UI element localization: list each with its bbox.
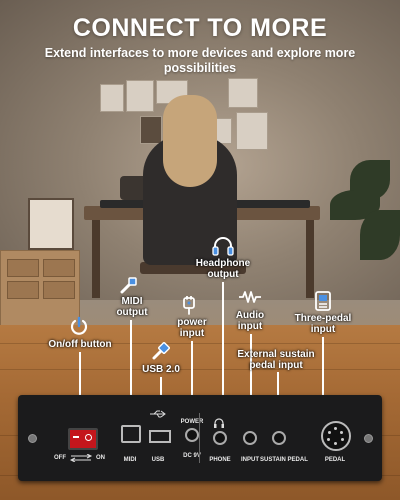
plant-leaf bbox=[360, 210, 400, 260]
cabinet-drawer bbox=[43, 259, 75, 277]
page-title: CONNECT TO MORE bbox=[72, 14, 328, 42]
usb-port[interactable] bbox=[149, 430, 171, 443]
off-label: OFF bbox=[54, 455, 66, 461]
midi-port-label: MIDI bbox=[123, 457, 137, 463]
wall-poster bbox=[140, 116, 162, 144]
pedal-port-label: PEDAL bbox=[324, 457, 346, 463]
sustain-lead-line bbox=[277, 372, 279, 399]
panel-headphone-icon bbox=[214, 418, 224, 428]
person-hair bbox=[163, 95, 217, 187]
power-switch[interactable] bbox=[68, 428, 98, 450]
cabinet-drawer bbox=[7, 259, 39, 277]
usb-label: USB 2.0 bbox=[142, 364, 180, 375]
audio-input-jack[interactable] bbox=[243, 431, 257, 445]
usb-port-label: USB bbox=[151, 457, 165, 463]
pedal-icon bbox=[315, 291, 331, 311]
power-lead-line bbox=[191, 341, 193, 399]
usb-icon bbox=[152, 342, 170, 360]
headphone-lead-line bbox=[222, 282, 224, 399]
page-subtitle: Extend interfaces to more devices and ex… bbox=[44, 46, 356, 75]
picture-frame bbox=[28, 198, 74, 250]
wall-poster bbox=[228, 78, 258, 108]
headphone-icon bbox=[212, 237, 234, 256]
midi-port[interactable] bbox=[121, 425, 141, 443]
power-icon bbox=[70, 316, 88, 335]
panel-screw bbox=[28, 434, 37, 443]
wall-poster bbox=[100, 84, 124, 112]
sustain-pedal-jack[interactable] bbox=[272, 431, 286, 445]
on-off-button-label: On/off button bbox=[48, 339, 112, 350]
cabinet-drawer bbox=[43, 281, 75, 299]
pedal-din-port[interactable] bbox=[321, 421, 351, 451]
power-plug-icon bbox=[183, 296, 195, 315]
phone-port-label: PHONE bbox=[209, 457, 231, 463]
power-port-label: POWER bbox=[180, 419, 204, 425]
audio-wave-icon bbox=[239, 291, 261, 303]
dc-power-jack[interactable] bbox=[185, 428, 199, 442]
desk-leg bbox=[92, 218, 100, 298]
panel-screw bbox=[364, 434, 373, 443]
cabinet bbox=[0, 250, 80, 328]
midi-icon bbox=[120, 277, 137, 294]
switch-arrows-icon bbox=[69, 454, 93, 462]
usb-symbol-icon bbox=[150, 410, 166, 418]
input-port-label: INPUT bbox=[241, 457, 259, 463]
three-pedal-lead-line bbox=[322, 337, 324, 399]
bench bbox=[140, 262, 246, 274]
panel-divider bbox=[199, 413, 200, 463]
cabinet-drawer bbox=[7, 281, 39, 299]
sustain-port-label: SUSTAIN PEDAL bbox=[260, 457, 308, 463]
midi-lead-line bbox=[130, 320, 132, 400]
wall-poster bbox=[126, 80, 154, 112]
desk-leg bbox=[306, 218, 314, 298]
dc-voltage-label: DC 9V bbox=[183, 453, 201, 459]
usb-lead-line bbox=[160, 377, 162, 399]
audio-lead-line bbox=[250, 334, 252, 399]
phone-jack[interactable] bbox=[213, 431, 227, 445]
on-label: ON bbox=[96, 455, 105, 461]
wall-poster bbox=[236, 112, 268, 150]
connector-panel: OFF ON MIDI USB POWER DC 9V PHONE INPUT bbox=[18, 395, 382, 481]
on-off-lead-line bbox=[79, 352, 81, 399]
